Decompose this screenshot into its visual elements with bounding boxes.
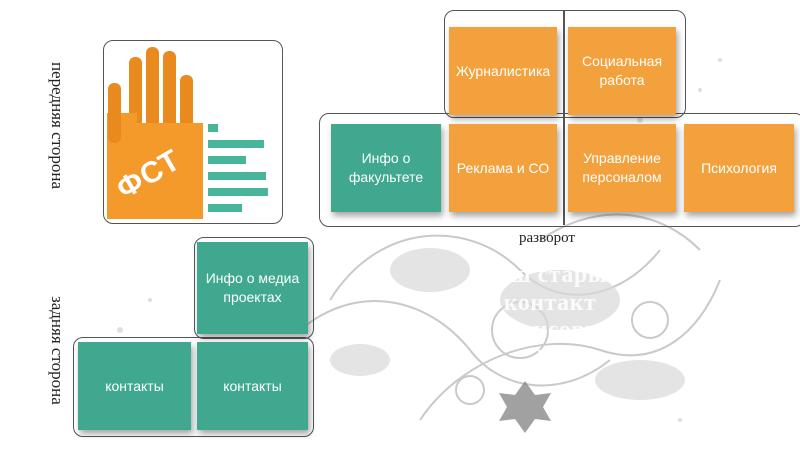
tile-journalism[interactable]: Журналистика — [449, 27, 557, 115]
spread-fold-line — [563, 10, 565, 225]
back-outline-bottom — [73, 337, 314, 437]
watermark-line: контакт — [503, 289, 597, 316]
spread-label: разворот — [519, 230, 575, 246]
front-side-label: передняя сторона — [48, 62, 67, 189]
spread-outline-bottom — [319, 113, 800, 227]
tile-media-projects[interactable]: Инфо о медиа проектах — [197, 242, 308, 334]
logo-stripe — [208, 188, 268, 196]
background-watermark-text: Наш старый контакт спонсоры 202 — [400, 262, 700, 372]
tile-advertising[interactable]: Реклама и СО — [449, 124, 557, 212]
watermark-line: спонсоры — [495, 317, 605, 344]
tile-social-work[interactable]: Социальная работа — [568, 27, 676, 115]
back-side-label: задняя сторона — [48, 296, 67, 405]
logo-stripes — [208, 120, 278, 220]
logo-stripe — [208, 172, 266, 180]
logo-stripe — [208, 124, 218, 132]
logo-stripe — [208, 204, 242, 212]
watermark-line: Наш старый — [478, 262, 622, 288]
tile-psychology[interactable]: Психология — [684, 124, 794, 212]
tile-contacts-left[interactable]: контакты — [78, 342, 191, 430]
tile-hr[interactable]: Управление персоналом — [568, 124, 676, 212]
tile-faculty-info[interactable]: Инфо о факультете — [331, 124, 441, 212]
logo-stripe — [208, 156, 246, 164]
back-outline-top — [194, 237, 314, 339]
logo-stripe — [208, 140, 264, 148]
tile-contacts-right[interactable]: контакты — [197, 342, 308, 430]
front-side-outline — [103, 40, 283, 224]
watermark-line: 202 — [531, 344, 569, 371]
spread-outline-top — [444, 10, 686, 118]
fst-hand-logo — [107, 47, 203, 219]
